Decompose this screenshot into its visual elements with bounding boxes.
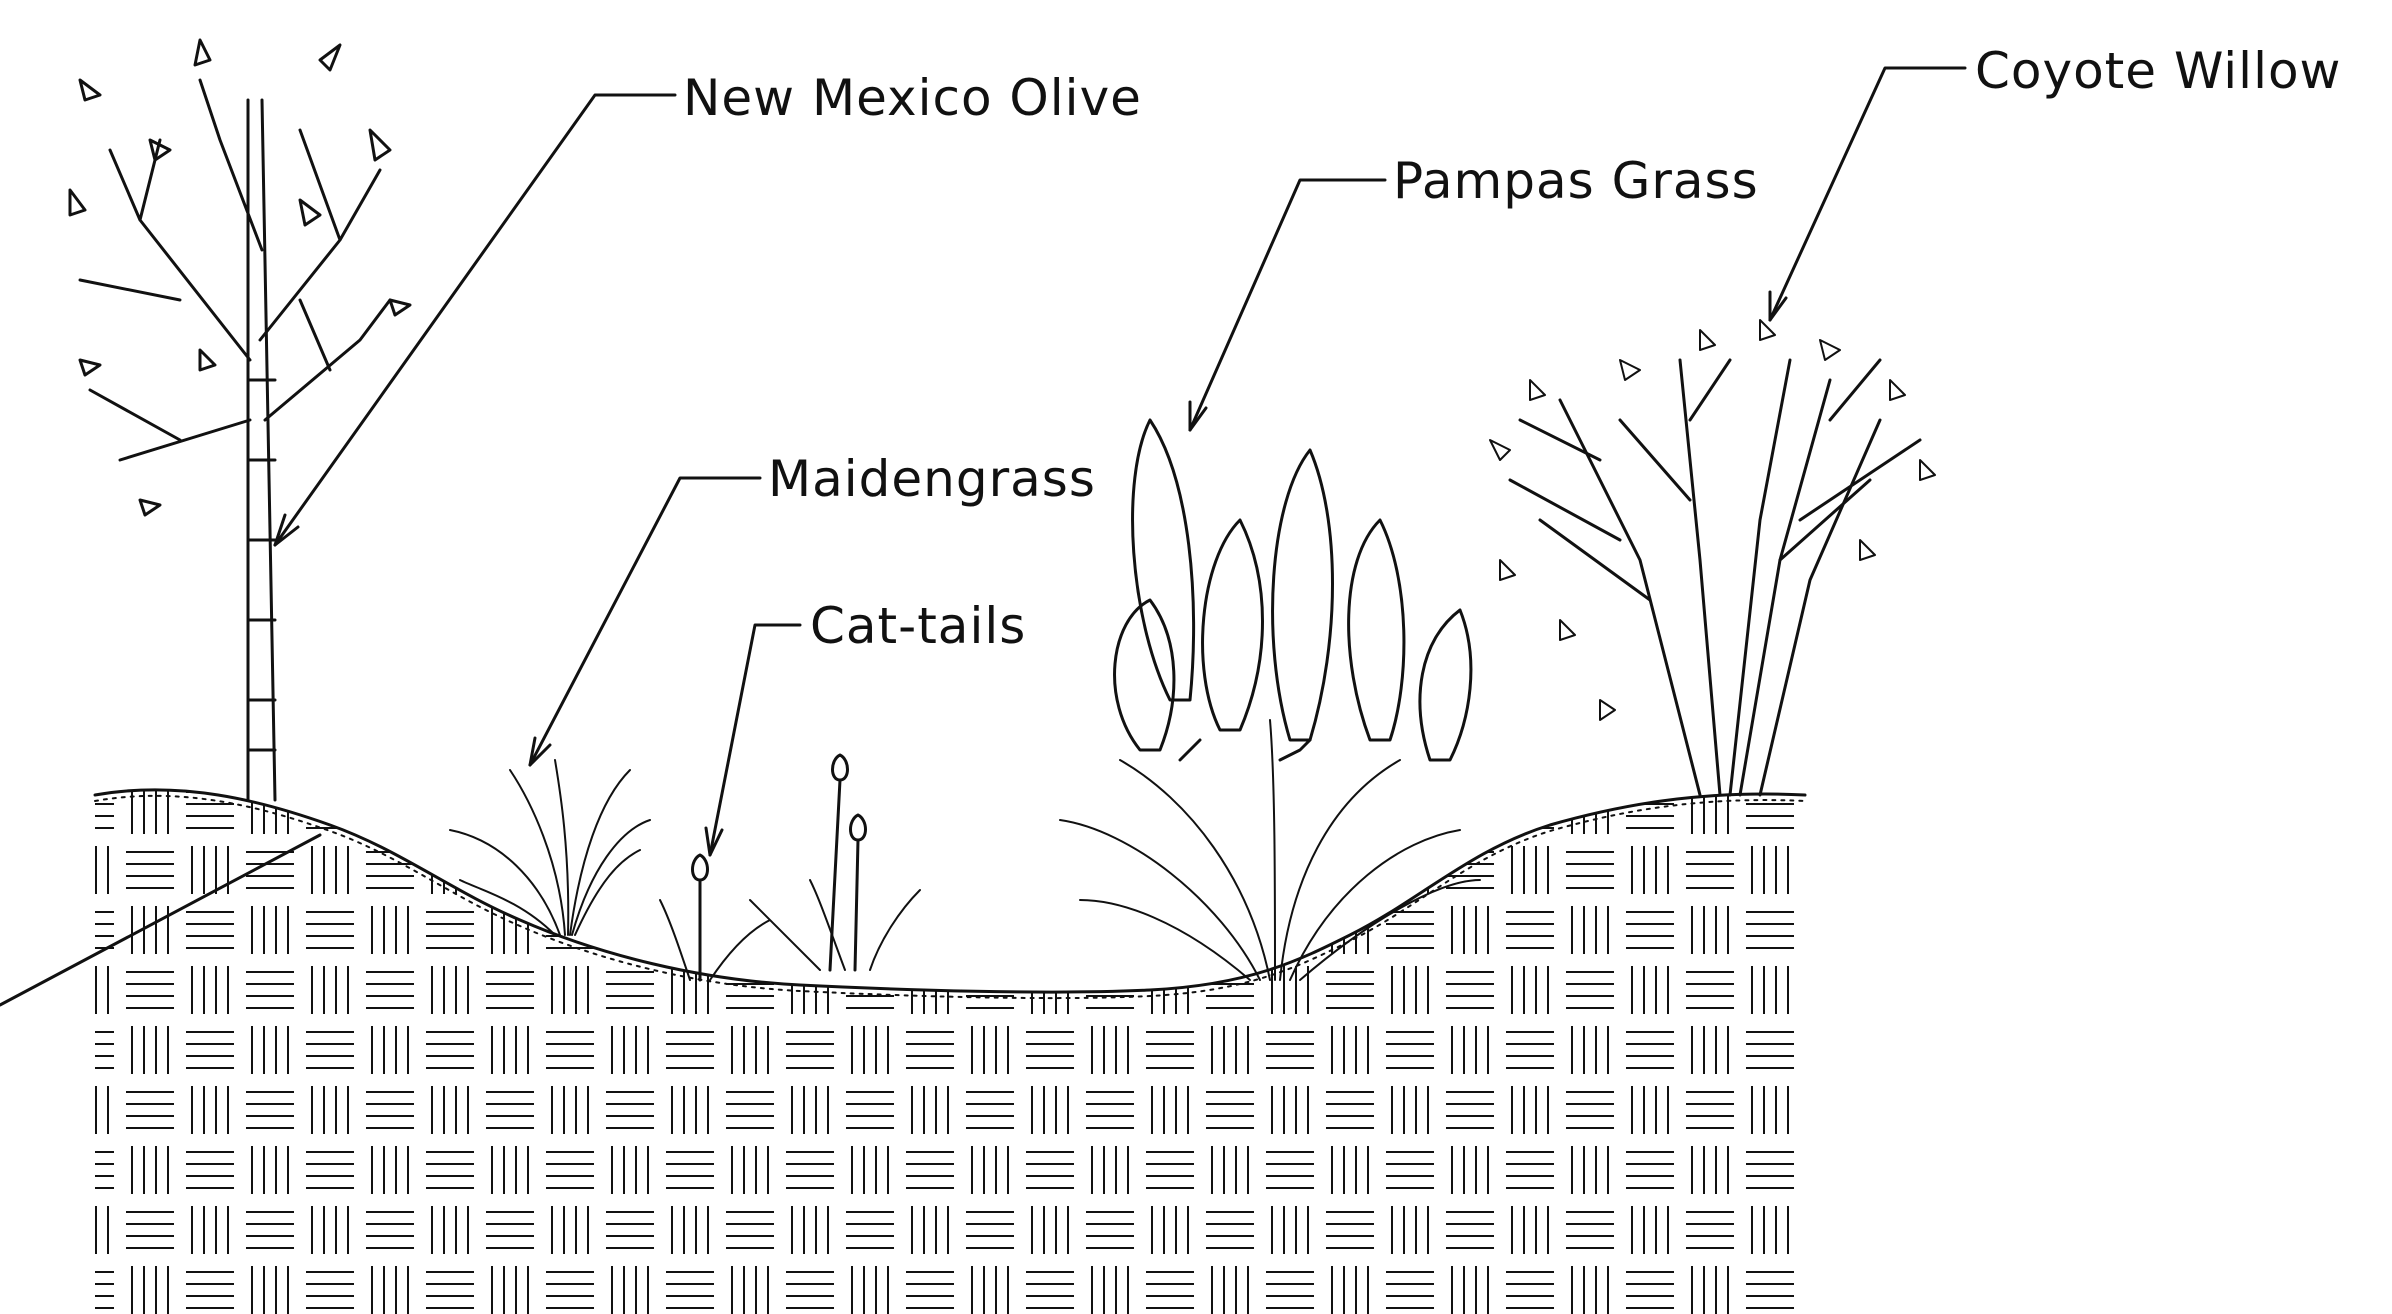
leader-maidengrass xyxy=(530,478,760,765)
leader-coyote-willow xyxy=(1770,68,1965,320)
soil-section xyxy=(95,760,1805,1314)
label-cat-tails: Cat-tails xyxy=(810,597,1026,655)
label-pampas-grass: Pampas Grass xyxy=(1393,152,1759,210)
label-coyote-willow: Coyote Willow xyxy=(1975,42,2341,100)
label-maidengrass: Maidengrass xyxy=(768,450,1096,508)
new-mexico-olive-tree xyxy=(70,40,410,800)
cattails-plants xyxy=(660,755,920,980)
label-new-mexico-olive: New Mexico Olive xyxy=(683,69,1142,127)
leader-cattails xyxy=(710,625,800,855)
leader-pampas-grass xyxy=(1190,180,1385,430)
leader-new-mexico-olive xyxy=(275,95,675,545)
coyote-willow-shrub xyxy=(1490,320,1935,795)
